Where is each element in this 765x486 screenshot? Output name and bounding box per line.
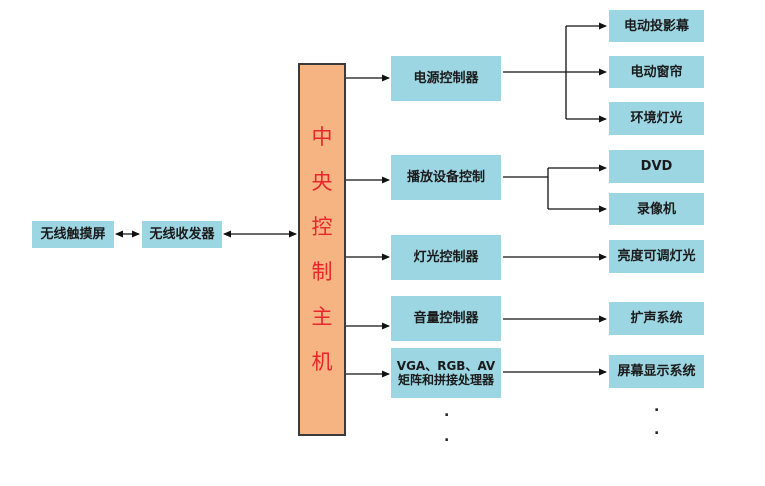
volume-controller-label: 音量控制器: [413, 311, 479, 326]
ellipsis-dot: .: [654, 399, 660, 415]
ellipsis-dot: .: [444, 429, 450, 445]
central-control-host: 中 央 控 制 主 机: [298, 63, 346, 436]
power-controller-box: 电源控制器: [391, 56, 501, 101]
touch-screen-label: 无线触摸屏: [40, 227, 106, 242]
device-label: 电动窗帘: [630, 64, 683, 80]
playback-controller-label: 播放设备控制: [406, 170, 485, 185]
ambient-lighting-box: 环境灯光: [609, 102, 704, 135]
device-label: 亮度可调灯光: [617, 249, 696, 264]
transceiver-box: 无线收发器: [142, 221, 222, 248]
ellipsis-dot: .: [444, 404, 450, 420]
device-label: 扩声系统: [630, 311, 683, 326]
motorized-curtain-box: 电动窗帘: [609, 56, 704, 88]
ellipsis-dot: .: [654, 422, 660, 438]
device-label: 屏幕显示系统: [617, 364, 696, 379]
transceiver-label: 无线收发器: [149, 227, 215, 242]
display-system-box: 屏幕显示系统: [609, 355, 704, 388]
playback-controller-box: 播放设备控制: [391, 155, 501, 200]
device-label: DVD: [640, 159, 673, 174]
volume-controller-box: 音量控制器: [391, 296, 501, 341]
motorized-projection-screen-box: 电动投影幕: [609, 10, 704, 42]
matrix-processor-label: VGA、RGB、AV矩阵和拼接处理器: [396, 359, 496, 387]
dvd-box: DVD: [609, 150, 704, 183]
device-label: 电动投影幕: [623, 18, 689, 34]
device-label: 环境灯光: [630, 111, 683, 126]
matrix-processor-box: VGA、RGB、AV矩阵和拼接处理器: [391, 348, 501, 398]
pa-system-box: 扩声系统: [609, 302, 704, 335]
lighting-controller-box: 灯光控制器: [391, 235, 501, 280]
lighting-controller-label: 灯光控制器: [413, 250, 479, 265]
dimmable-lighting-box: 亮度可调灯光: [609, 240, 704, 273]
device-label: 录像机: [636, 201, 676, 217]
host-char: 控: [311, 214, 333, 239]
power-controller-label: 电源控制器: [413, 71, 479, 86]
host-char: 制: [311, 259, 333, 284]
host-char: 机: [311, 349, 333, 374]
vcr-box: 录像机: [609, 193, 704, 225]
host-char: 主: [311, 304, 333, 329]
host-char: 中: [311, 124, 333, 149]
host-char: 央: [311, 169, 333, 194]
touch-screen-box: 无线触摸屏: [32, 221, 114, 248]
